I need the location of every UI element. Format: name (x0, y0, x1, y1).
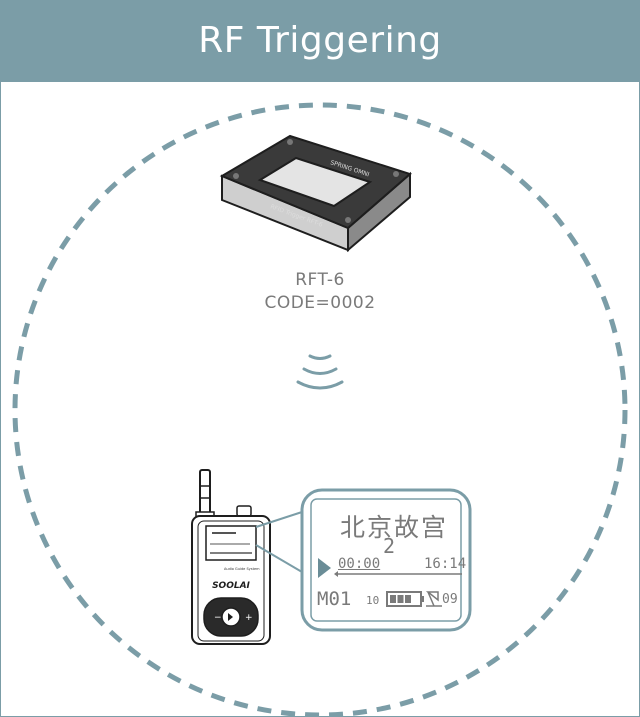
screen-location: 北京故宫 (340, 513, 449, 542)
trigger-model-label: RFT-6 (295, 270, 345, 290)
battery-cell (390, 595, 396, 603)
screen-time-elapsed: 00:00 (338, 556, 381, 572)
screen-time-total: 16:14 (424, 556, 467, 572)
screen-number: 2 (383, 534, 396, 558)
callout-line-bottom (255, 544, 303, 573)
rft-trigger-device: SPRING OMNI RFID Trigger RFT-6 (219, 134, 412, 253)
svg-text:−: − (214, 613, 222, 623)
antenna-signal-icon (425, 591, 442, 607)
battery-icon (386, 591, 424, 607)
screen-inner-frame (310, 498, 462, 622)
play-icon (318, 558, 331, 578)
screen-callout (300, 488, 472, 632)
battery-cell (397, 595, 404, 603)
callout-line-top (255, 511, 303, 528)
screen-volume: 10 (366, 594, 380, 607)
trigger-code-label: CODE=0002 (264, 293, 376, 313)
page-title: RF Triggering (198, 20, 442, 61)
svg-text:+: + (245, 613, 253, 623)
receiver-mini-text: Audio Guide System (224, 567, 260, 571)
header-bar (0, 0, 640, 82)
receiver-brand: SOOLAI (212, 581, 250, 591)
screen-mode: M01 (317, 588, 352, 610)
coverage-circle (12, 102, 628, 717)
screen-channel: 09 (442, 592, 458, 607)
receiver-device: Audio Guide System SOOLAI − + (191, 469, 271, 645)
battery-cell (405, 595, 411, 603)
signal-waves-icon (296, 354, 344, 390)
